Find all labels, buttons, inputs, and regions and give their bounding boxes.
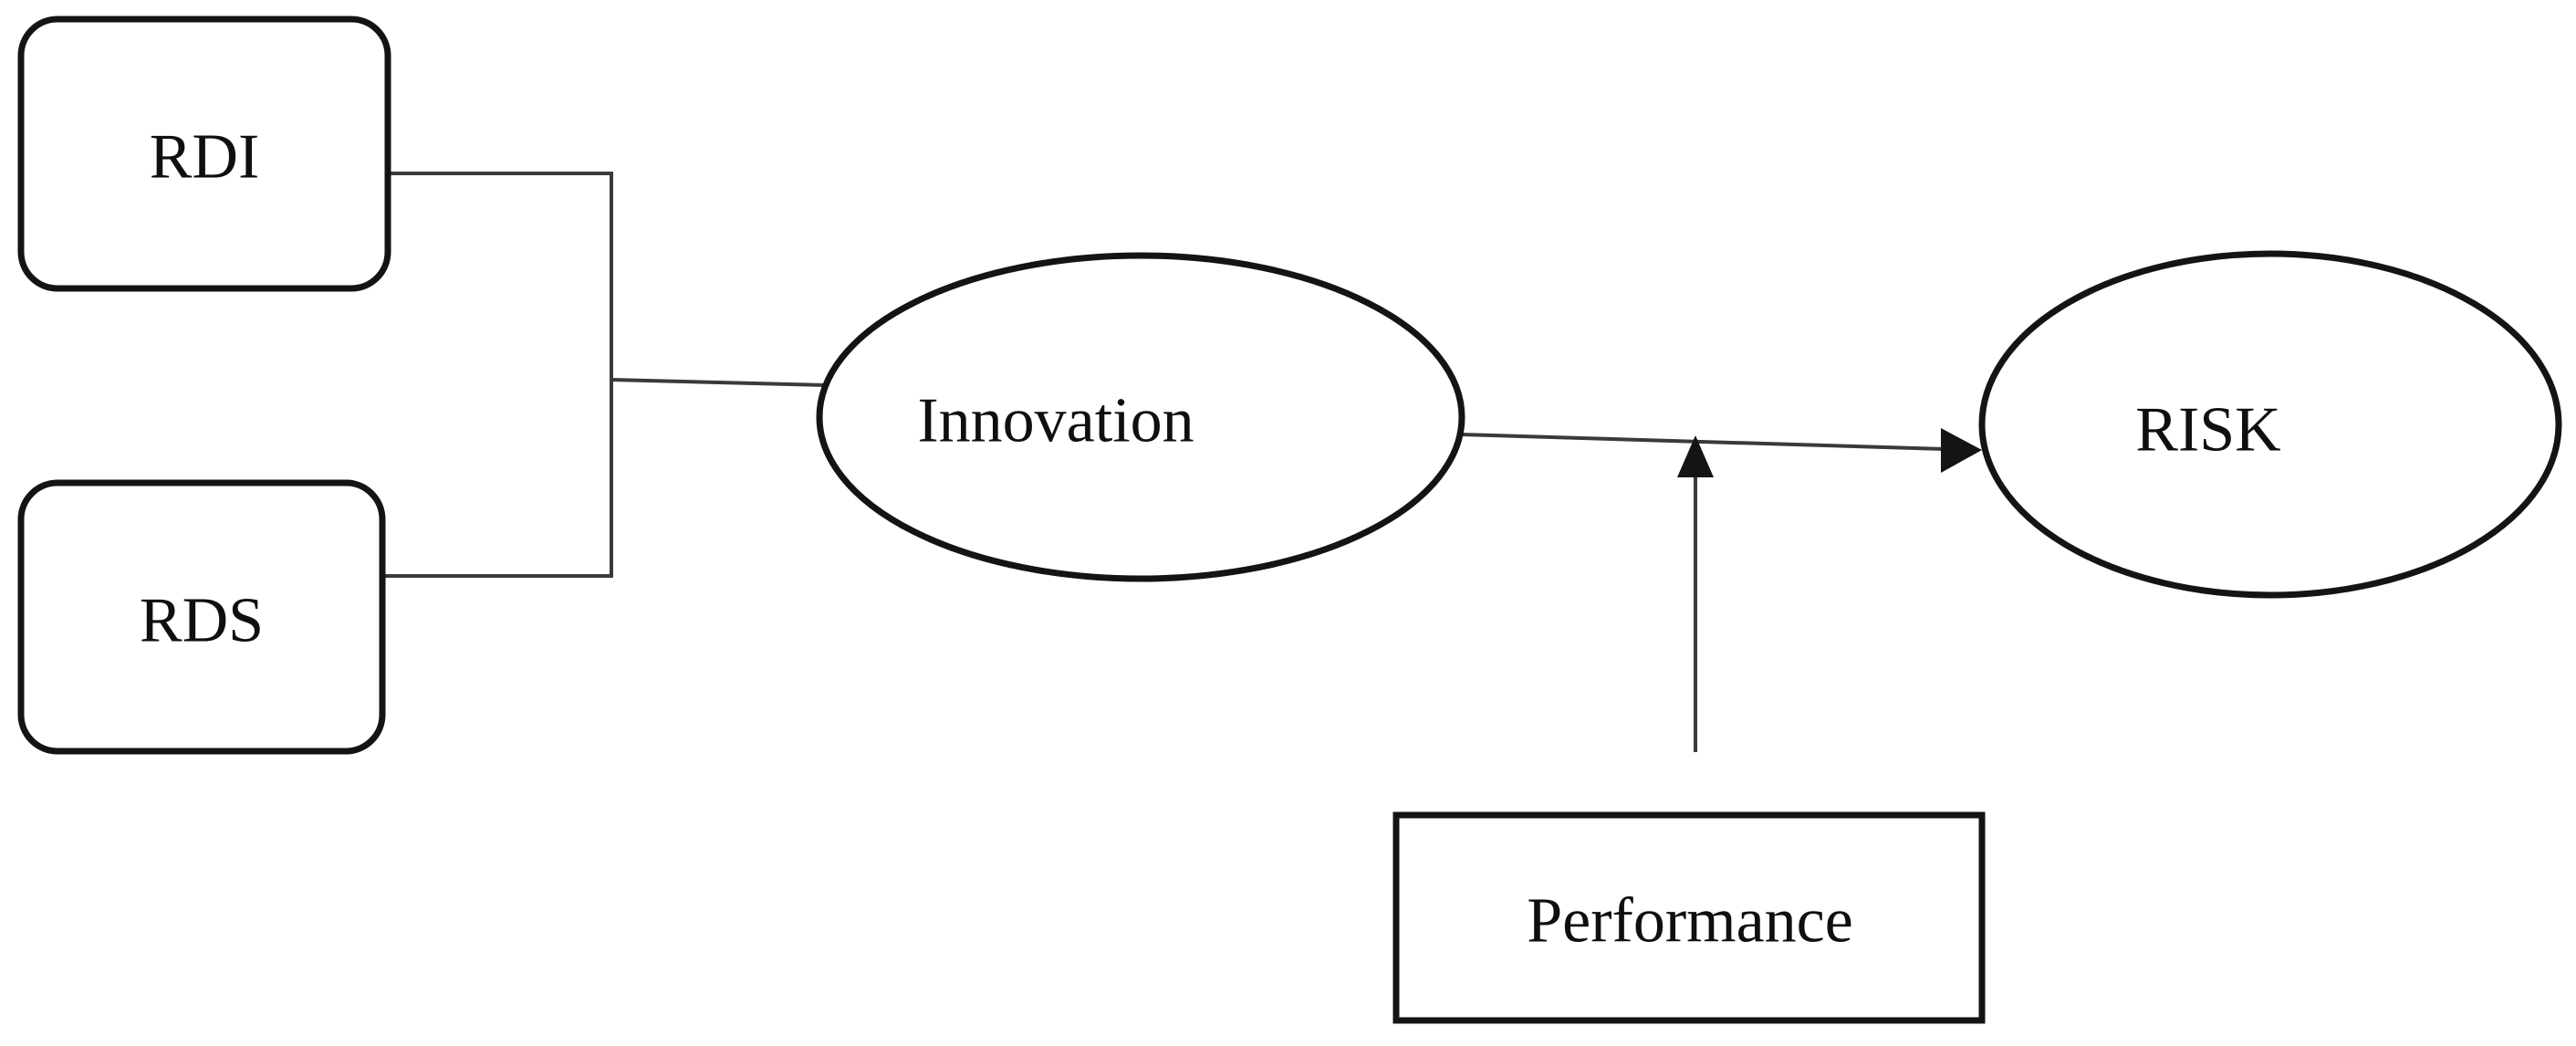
junction-to-innovation-connector-line: [610, 378, 825, 387]
performance-moderation-arrowhead-icon: [1677, 435, 1714, 477]
risk-ellipse: [1978, 250, 2562, 599]
rdi-label: RDI: [150, 122, 260, 193]
rdi-rds-junction-connector-line: [382, 172, 613, 578]
risk-label: RISK: [2135, 395, 2280, 465]
performance-box: [1392, 811, 1986, 1024]
rds-box: [17, 479, 386, 755]
innovation-to-risk-arrow-line: [1460, 433, 1945, 451]
innovation-label: Innovation: [917, 386, 1194, 456]
performance-label: Performance: [1527, 886, 1853, 957]
innovation-ellipse: [816, 252, 1465, 582]
rdi-box: [17, 16, 391, 292]
innovation-to-risk-arrowhead-icon: [1941, 428, 1982, 473]
rds-label: RDS: [140, 586, 264, 656]
